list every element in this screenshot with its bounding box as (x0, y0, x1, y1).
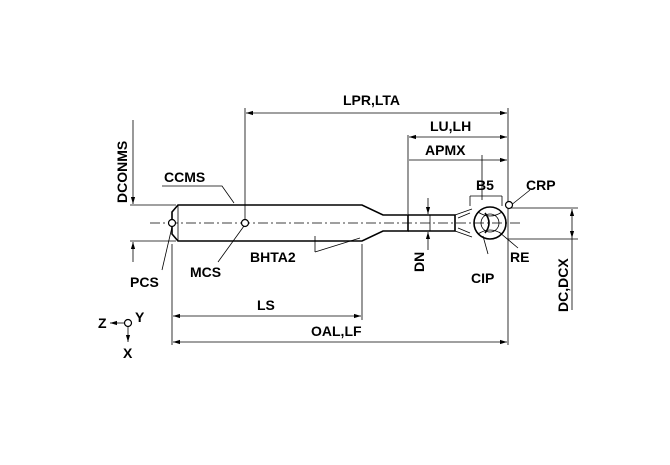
label-axis-x: X (123, 345, 133, 361)
label-axis-z: Z (98, 315, 107, 331)
label-re: RE (510, 249, 529, 265)
dimension-labels: LPR,LTA LU,LH APMX B5 CRP DCONMS CCMS PC… (98, 92, 571, 361)
pcs-marker (167, 218, 177, 228)
label-cip: CIP (471, 270, 494, 286)
label-crp: CRP (526, 177, 556, 193)
label-lpr-lta: LPR,LTA (343, 92, 400, 108)
label-ccms: CCMS (164, 169, 205, 185)
extension-lines (130, 108, 578, 345)
leader-lines (161, 185, 531, 271)
label-lu-lh: LU,LH (430, 118, 471, 134)
coordinate-markers (167, 200, 514, 228)
label-axis-y: Y (135, 309, 145, 325)
label-dconms: DCONMS (114, 141, 130, 203)
axis-indicator (110, 318, 133, 342)
label-dn: DN (411, 252, 427, 272)
label-b5: B5 (476, 177, 494, 193)
crp-marker (504, 200, 514, 210)
mcs-marker (240, 218, 250, 228)
dimension-lines (130, 110, 575, 345)
label-dc-dcx: DC,DCX (555, 258, 571, 312)
label-pcs: PCS (130, 274, 159, 290)
label-oal-lf: OAL,LF (311, 323, 362, 339)
label-bhta2: BHTA2 (250, 249, 296, 265)
label-mcs: MCS (190, 264, 221, 280)
label-apmx: APMX (425, 142, 466, 158)
label-ls: LS (257, 297, 275, 313)
